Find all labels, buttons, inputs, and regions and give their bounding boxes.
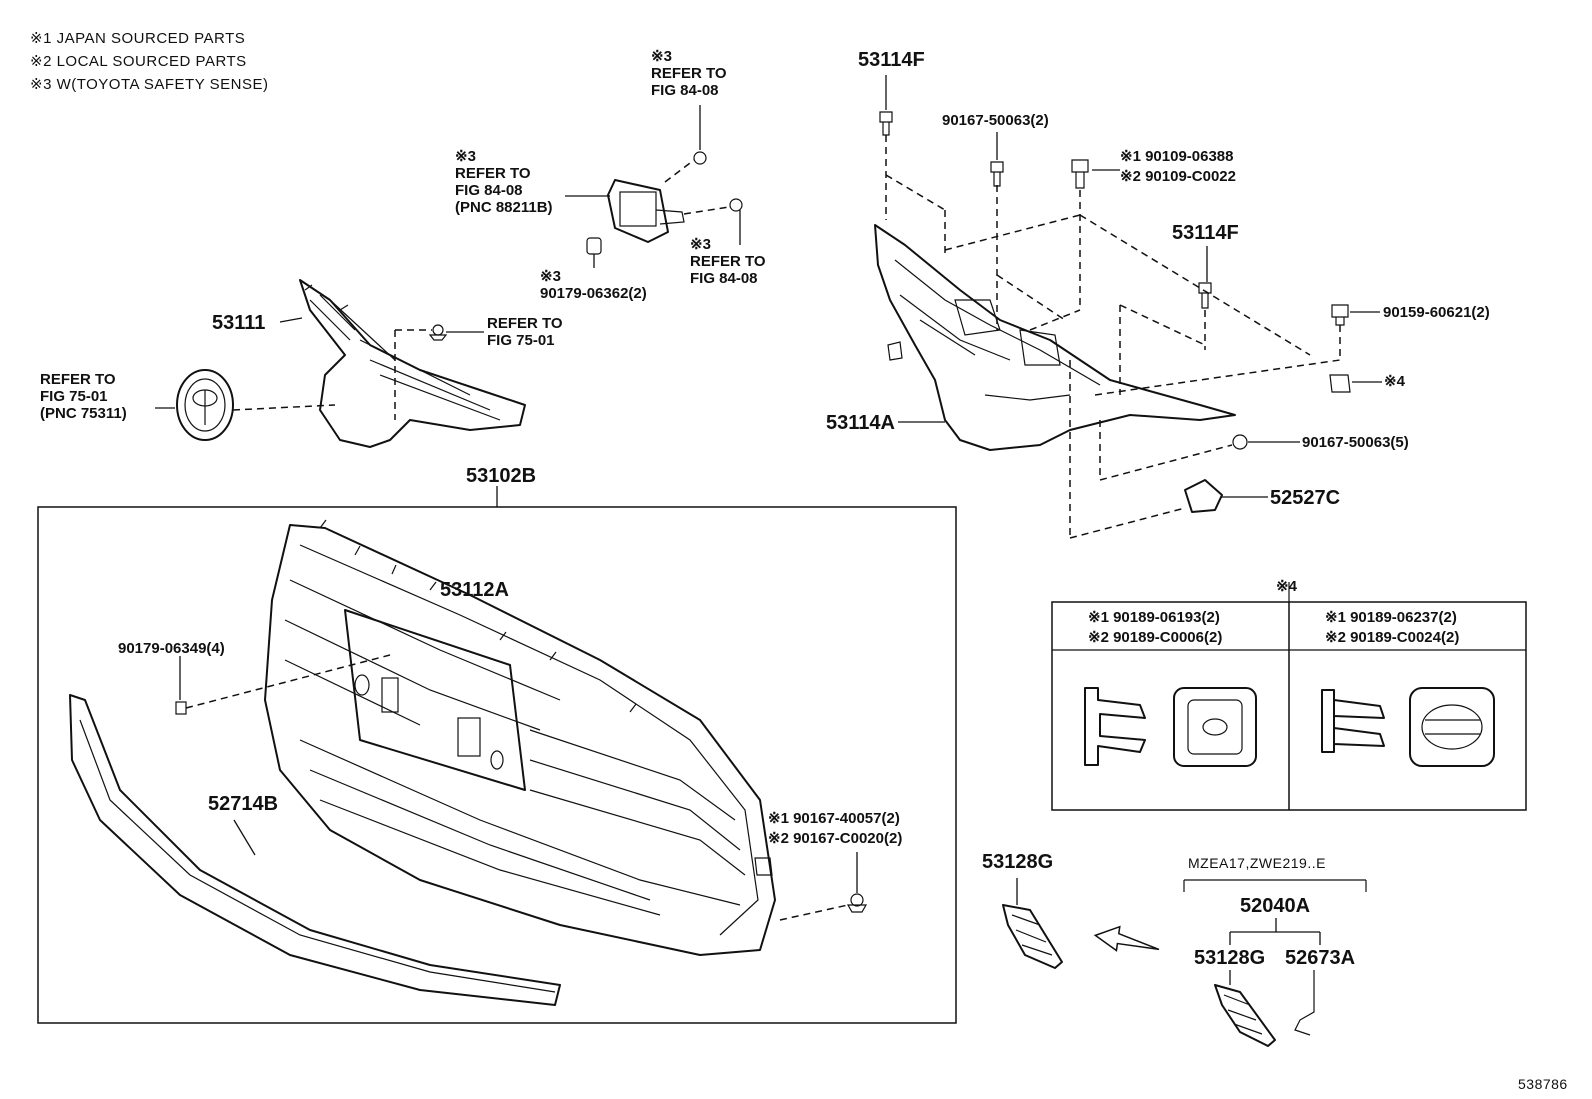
table4-left-line1: ※1 90189-06193(2) [1088,609,1220,626]
part-52714B: 52714B [208,793,279,815]
emblem-bolt-drawing [428,324,448,341]
part-52673A: 52673A [1285,947,1356,969]
part-90159-60621-2: 90159-60621(2) [1383,304,1490,321]
part-53114A: 53114A [826,412,895,434]
table4-left-line2: ※2 90189-C0006(2) [1088,629,1223,646]
table4-frame [1051,582,1527,811]
ref-emblem: REFER TO FIG 75-01 (PNC 75311) [40,371,127,422]
wire-52673A-drawing [1294,970,1315,1036]
part-53114F-top: 53114F [858,49,925,71]
note-japan-sourced: ※1 JAPAN SOURCED PARTS [30,30,246,47]
clip-type-a-drawing [1084,687,1257,767]
bracket-53128G-drawing [1002,904,1063,969]
emblem-drawing [176,369,234,441]
part-90167-50063-2: 90167-50063(2) [942,112,1049,129]
part-90167-50063-5: 90167-50063(5) [1302,434,1409,451]
table4-right-line2: ※2 90189-C0024(2) [1325,629,1460,646]
model-bracket [1183,879,1367,892]
clip-type-b-drawing [1321,687,1495,767]
ref-sensor-left: ※3 REFER TO FIG 84-08 (PNC 88211B) [455,148,553,216]
arrow-left [1093,925,1160,952]
assembly-lines [885,135,1341,539]
model-code: MZEA17,ZWE219..E [1188,855,1326,871]
clip-drawing [175,701,187,715]
part-53128G-left: 53128G [982,851,1054,873]
radiator-grille-drawing [264,519,776,956]
fastener-drawings [879,111,1351,513]
table4-title: ※4 [1276,578,1297,595]
ref-sensor-right: ※3 REFER TO FIG 84-08 [690,236,766,287]
bracket-53128G-sub-drawing [1214,984,1276,1047]
table4-right-line1: ※1 90189-06237(2) [1325,609,1457,626]
ref-emblem-bolt: REFER TO FIG 75-01 [487,315,563,349]
illustration-id: 538786 [1518,1076,1568,1092]
part-53128G-sub: 53128G [1194,947,1266,969]
lower-molding-drawing [69,694,561,1006]
screw-drawing [846,893,868,913]
mark-4-small: ※4 [1384,373,1405,390]
upper-support-drawing [874,224,1236,451]
sensor-bracket-drawing [565,105,743,268]
part-53112A: 53112A [440,579,509,601]
part-90179-06349-4: 90179-06349(4) [118,640,225,657]
part-90167-C0020: ※2 90167-C0020(2) [768,830,903,847]
part-52040A: 52040A [1240,895,1311,917]
part-90109-C0022: ※2 90109-C0022 [1120,168,1236,185]
part-90109-06388: ※1 90109-06388 [1120,148,1234,165]
part-53111: 53111 [212,312,266,334]
note-local-sourced: ※2 LOCAL SOURCED PARTS [30,53,247,70]
part-90167-40057: ※1 90167-40057(2) [768,810,900,827]
ref-sensor-top: ※3 REFER TO FIG 84-08 [651,48,727,99]
part-90179-06362: ※3 90179-06362(2) [540,268,647,302]
note-safety-sense: ※3 W(TOYOTA SAFETY SENSE) [30,76,269,93]
part-53114F-mid: 53114F [1172,222,1239,244]
part-52527C: 52527C [1270,487,1341,509]
part-53102B: 53102B [466,465,537,487]
upper-grille-drawing [299,279,526,448]
